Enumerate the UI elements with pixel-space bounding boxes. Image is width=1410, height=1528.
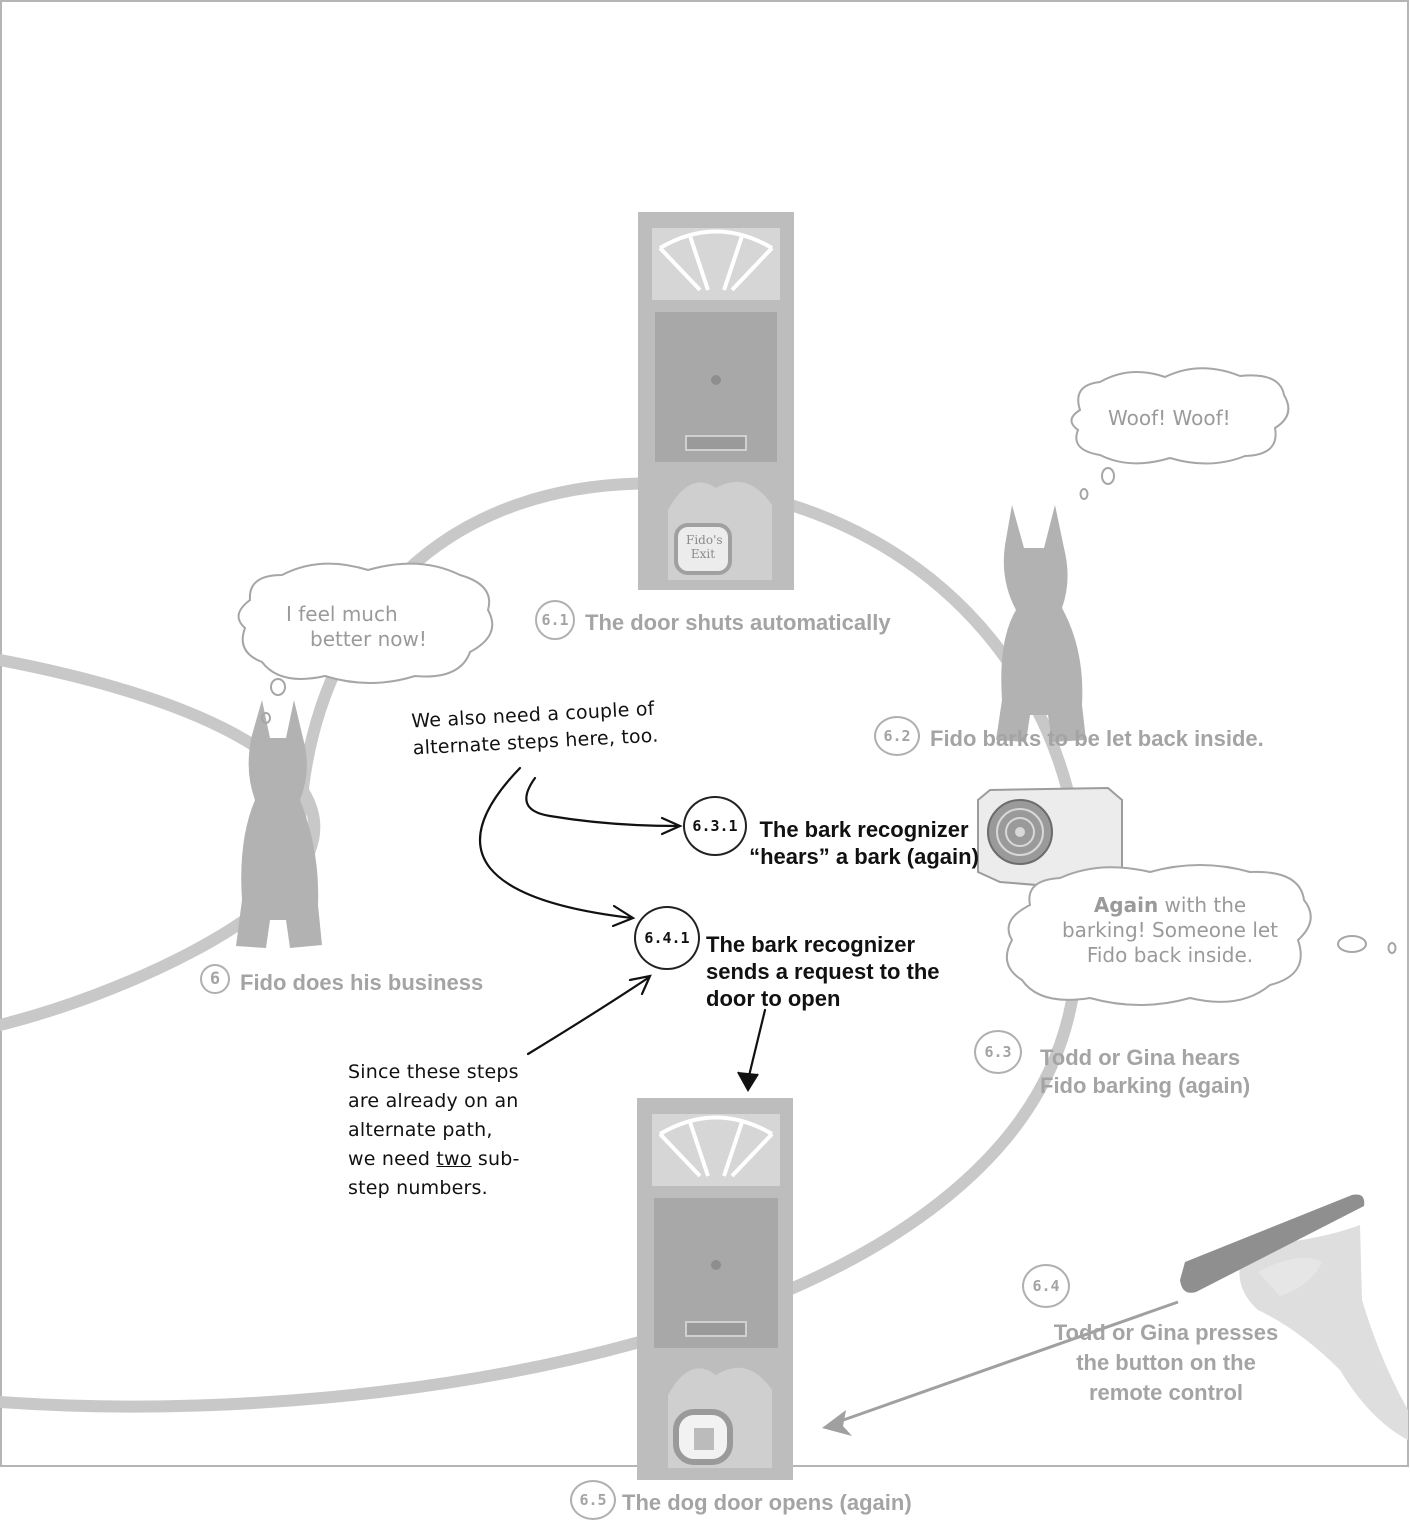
again-bold: Again — [1093, 893, 1159, 917]
step-6-3-1-line1: The bark recognizer — [759, 817, 969, 842]
step-6-3-number: 6.3 — [974, 1030, 1022, 1074]
step-6-3-1-label: The bark recognizer “hears” a bark (agai… — [746, 816, 982, 870]
note-bottom-line4-post: sub- — [471, 1148, 520, 1170]
note-bottom-line2: are already on an — [348, 1090, 519, 1112]
dog-silhouette-icon-right — [996, 505, 1086, 742]
door-sign: Fido's Exit — [686, 533, 723, 561]
note-bottom-line3: alternate path, — [348, 1119, 493, 1141]
step-6-4-line2: the button on the — [1076, 1350, 1256, 1375]
step-6-4-line3: remote control — [1088, 1380, 1244, 1405]
step-6-4-1-number: 6.4.1 — [634, 906, 700, 970]
step-6-4-line1: Todd or Gina presses — [1053, 1320, 1279, 1345]
note-bottom-line4-underlined: two — [436, 1148, 472, 1170]
gray-arrow-remote-to-door — [822, 1300, 1179, 1436]
thought-bubble-again — [1005, 864, 1312, 1006]
woof-text: Woof! Woof! — [1108, 406, 1231, 430]
alternate-path-loop — [0, 477, 1089, 1413]
arrowhead — [737, 1071, 759, 1092]
note-bottom-line1: Since these steps — [348, 1061, 519, 1083]
again-line3: Fido back inside. — [1086, 943, 1254, 967]
step-6-5-label: The dog door opens (again) — [622, 1490, 912, 1515]
remote-control-hand-icon — [1180, 1194, 1408, 1440]
again-text: Again with the barking! Someone let Fido… — [1040, 893, 1300, 968]
thought-dot — [270, 678, 286, 696]
step-6-4-label: Todd or Gina presses the button on the r… — [1050, 1318, 1282, 1408]
step-6-2-number: 6.2 — [874, 716, 920, 756]
step-6-4-1-line3: door to open — [706, 986, 841, 1011]
step-6-1-label: The door shuts automatically — [585, 610, 891, 635]
door-icon-top — [638, 212, 794, 590]
note-bottom-line4: we need two sub- — [348, 1145, 520, 1174]
step-6-3-line2: Fido barking (again) — [1040, 1073, 1251, 1098]
handwritten-arrows — [478, 766, 767, 1082]
step-6-1-number: 6.1 — [535, 600, 575, 640]
thought-dot — [261, 712, 271, 724]
step-6-5-number: 6.5 — [570, 1480, 616, 1520]
dog-silhouette-icon-left — [236, 700, 322, 948]
door-sign-line1: Fido's — [686, 533, 723, 547]
step-6-label: Fido does his business — [240, 970, 484, 995]
step-6-3-line1: Todd or Gina hears — [1040, 1045, 1241, 1070]
step-6-3-1-number: 6.3.1 — [683, 796, 747, 856]
step-6-4-1-line2: sends a request to the — [706, 959, 940, 984]
again-line2: barking! Someone let — [1061, 918, 1279, 942]
thought-dot — [1387, 942, 1397, 954]
thought-bubble-better — [237, 562, 494, 684]
better-text: I feel much better now! — [286, 602, 427, 652]
step-6-4-1-label: The bark recognizer sends a request to t… — [706, 931, 940, 1012]
note-bottom-line5: step numbers. — [348, 1177, 488, 1199]
thought-dot — [1101, 467, 1115, 485]
note-bottom-line4-pre: we need — [348, 1148, 437, 1170]
door-sign-line2: Exit — [690, 547, 716, 561]
thought-dot — [1337, 935, 1367, 953]
step-6-3-1-line2: “hears” a bark (again) — [749, 844, 979, 869]
better-line1: I feel much — [286, 602, 398, 626]
better-line2: better now! — [310, 627, 427, 651]
thought-dot — [1079, 488, 1089, 500]
door-icon-bottom — [637, 1098, 793, 1480]
step-6-4-number: 6.4 — [1022, 1264, 1070, 1308]
step-6-3-label: Todd or Gina hears Fido barking (again) — [1040, 1044, 1251, 1100]
again-rest: with the — [1158, 893, 1247, 917]
step-6-4-1-line1: The bark recognizer — [706, 932, 916, 957]
handwritten-note-bottom: Since these steps are already on an alte… — [348, 1058, 520, 1203]
step-6-number: 6 — [200, 964, 230, 994]
thought-bubble-woof — [1070, 367, 1290, 465]
step-6-2-label: Fido barks to be let back inside. — [930, 726, 1264, 751]
